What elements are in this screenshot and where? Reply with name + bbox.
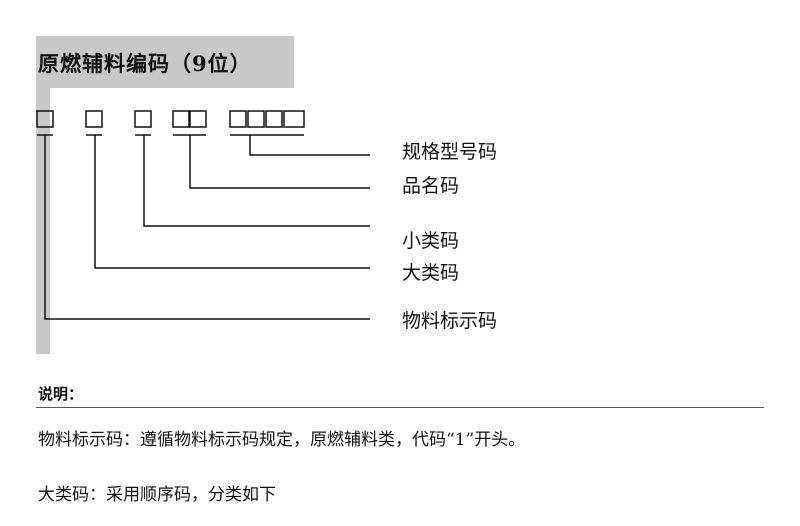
notes-divider: [36, 407, 764, 408]
digit-box-9: [283, 110, 305, 128]
label-large-class-code: 大类码: [402, 262, 460, 284]
digit-box-1: [36, 110, 54, 128]
leader-mark: [44, 135, 370, 320]
digit-box-2: [85, 110, 103, 128]
leader-large: [94, 135, 370, 269]
digit-box-4: [172, 110, 190, 128]
digit-box-7: [247, 110, 265, 128]
leader-small: [143, 135, 370, 227]
label-name-code: 品名码: [402, 175, 460, 197]
digit-box-5: [189, 110, 207, 128]
label-small-class-code: 小类码: [402, 230, 460, 252]
note-line-1: 物料标示码：遵循物料标示码规定，原燃辅料类，代码“1”开头。: [38, 430, 526, 450]
diagram-title: 原燃辅料编码（9位）: [38, 51, 252, 76]
label-spec-code: 规格型号码: [402, 141, 498, 163]
digit-box-6: [229, 110, 247, 128]
digit-box-3: [134, 110, 152, 128]
label-material-mark-code: 物料标示码: [402, 310, 498, 332]
leader-name: [189, 135, 370, 189]
leader-spec: [249, 135, 370, 156]
side-shadow-band: [36, 88, 50, 354]
digit-box-8: [265, 110, 283, 128]
notes-heading: 说明：: [38, 385, 84, 403]
title-background: [36, 36, 294, 88]
note-line-2: 大类码：采用顺序码，分类如下: [38, 485, 276, 505]
